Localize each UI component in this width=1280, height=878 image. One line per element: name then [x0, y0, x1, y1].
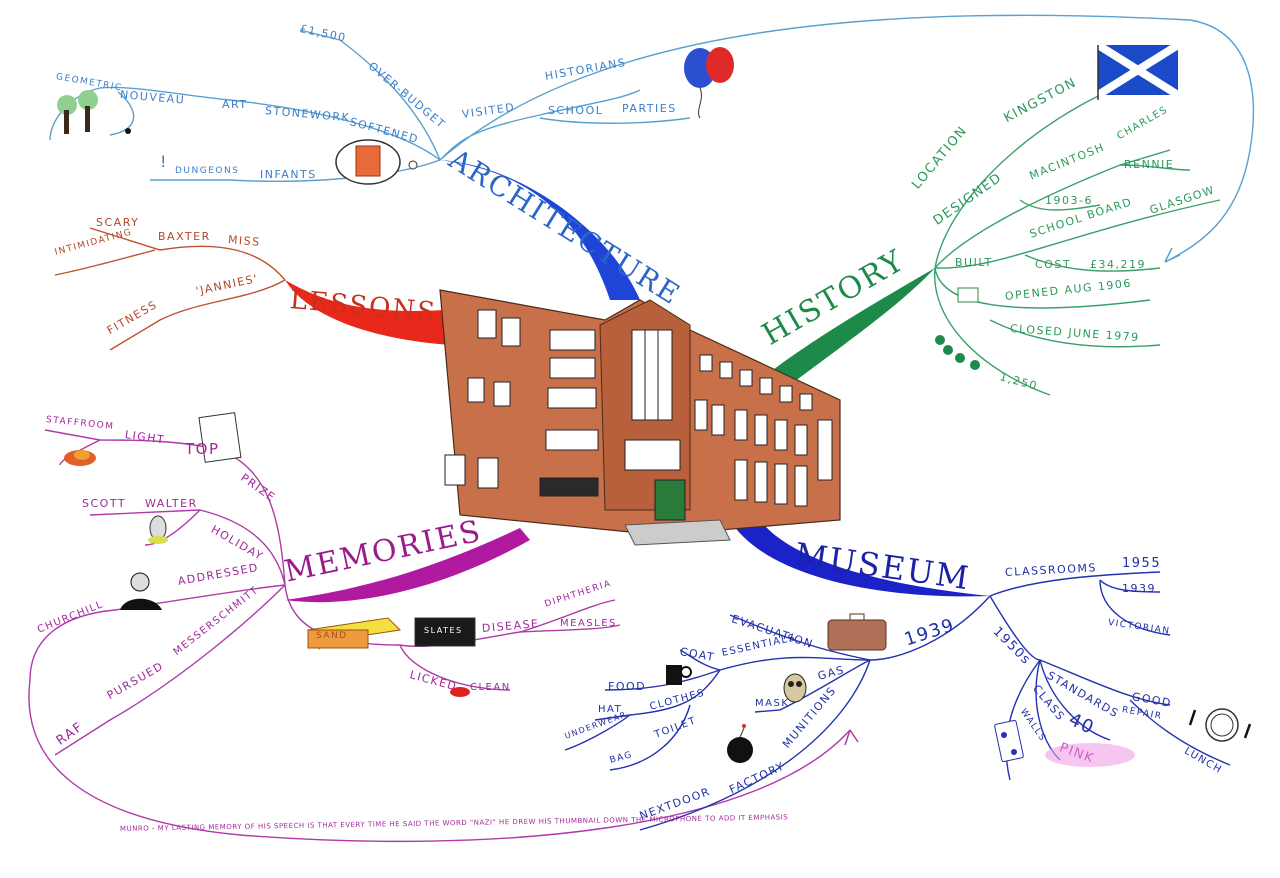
node-mem-scott: SCOTT: [82, 497, 127, 510]
node-arch-dungeons: DUNGEONS: [175, 166, 240, 176]
dot-mark-icon: [125, 128, 131, 134]
node-mem-sand: SAND: [316, 631, 348, 641]
node-hist-built: BUILT: [955, 256, 993, 269]
memories-arrow-icon: [844, 729, 859, 746]
node-mem-clean: CLEAN: [470, 682, 511, 693]
node-mem-top: TOP: [185, 440, 220, 458]
node-mus-mask: MASK: [755, 698, 790, 709]
node-mem-slates: SLATES: [424, 626, 463, 635]
node-hist-cost: COST: [1035, 258, 1072, 271]
node-mus-c1955: 1955: [1122, 556, 1162, 571]
node-hist-years: 1903-6: [1045, 194, 1093, 207]
node-mus-c1939: 1939: [1122, 582, 1156, 595]
node-mem-walter: WALTER: [145, 497, 198, 510]
history-branch: [760, 268, 935, 385]
domino-icon: [994, 720, 1024, 762]
gas-mask-icon: [783, 673, 807, 703]
node-hist-cost-value: £34,219: [1090, 258, 1146, 271]
pink-highlight-icon: [1045, 743, 1135, 767]
balloons-icon: [684, 47, 734, 119]
scottish-flag-icon: [1095, 41, 1181, 100]
certificate-icon: [957, 287, 979, 303]
history-connectors: [934, 94, 1221, 396]
lessons-branch: [285, 280, 450, 345]
node-arch-school: SCHOOL: [548, 104, 604, 117]
node-mus-food: FOOD: [608, 680, 647, 693]
node-less-miss: MISS: [227, 233, 262, 249]
museum-branch: [730, 520, 990, 597]
memories-branch: [285, 528, 530, 603]
people-silhouettes-icon: [935, 335, 980, 370]
node-mem-measles: MEASLES: [560, 618, 617, 629]
node-hist-rennie: RENNIE: [1124, 158, 1175, 171]
architecture-branch: [440, 160, 640, 300]
plate-cutlery-icon: [1188, 708, 1252, 742]
node-arch-parties: PARTIES: [622, 102, 677, 115]
slates-icon: [414, 617, 476, 647]
node-arch-infants: INFANTS: [260, 168, 317, 181]
suitcase-icon: [827, 613, 887, 651]
node-mus-hat: HAT: [598, 704, 623, 715]
lessons-connectors: [54, 227, 286, 351]
node-arch-exclaim: !: [160, 152, 168, 171]
node-less-baxter: BAXTER: [158, 230, 211, 243]
penguin-icon: [148, 515, 168, 544]
trees-icon: [57, 90, 98, 134]
churchill-portrait-icon: [120, 572, 162, 610]
red-blob-icon: [450, 687, 470, 697]
fire-icon: [64, 450, 96, 466]
node-arch-art: ART: [222, 98, 248, 111]
mug-icon: [666, 665, 692, 685]
thought-bubble-castle-icon: [335, 139, 418, 185]
node-less-scary: SCARY: [96, 216, 140, 229]
history-arrow-icon: [1164, 247, 1181, 263]
test-paper-icon: [198, 412, 242, 463]
school-building-illustration: [439, 289, 841, 546]
sand-box-icon: [306, 617, 402, 650]
bomb-icon: [727, 724, 753, 763]
